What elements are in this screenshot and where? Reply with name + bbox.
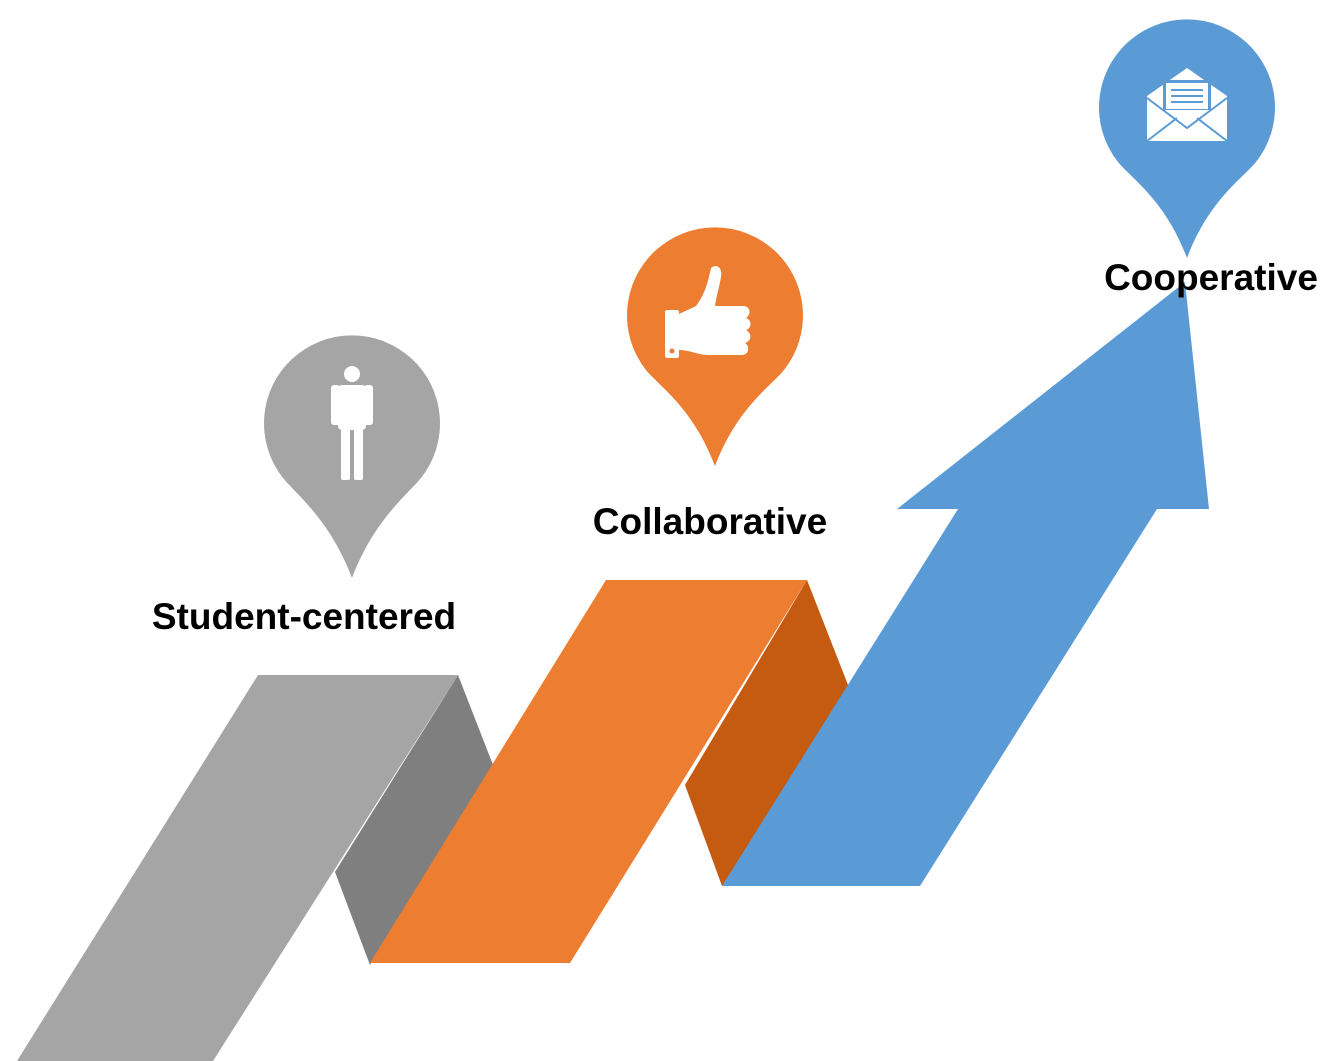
person-icon — [331, 366, 373, 480]
step-label-collaborative: Collaborative — [592, 501, 828, 542]
step-label-student-centered: Student-centered — [151, 596, 457, 637]
gray-fold-shadow — [335, 675, 495, 965]
thumbs-up-icon — [665, 266, 751, 358]
orange-ribbon — [370, 580, 807, 963]
envelope-icon — [1146, 68, 1228, 142]
step-label-cooperative: Cooperative — [1104, 257, 1318, 298]
blue-arrow — [722, 282, 1209, 886]
blue-pin-marker — [1099, 19, 1275, 259]
orange-pin-marker — [627, 227, 803, 466]
gray-ribbon — [17, 675, 458, 1061]
orange-fold-shadow — [685, 580, 850, 886]
gray-pin-marker — [263, 335, 440, 578]
